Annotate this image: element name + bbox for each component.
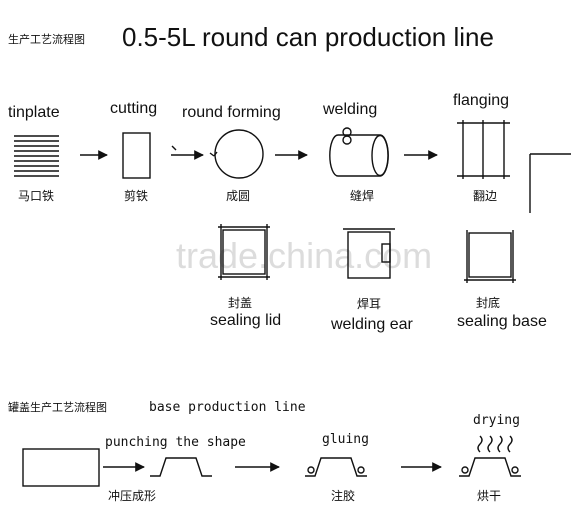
lid-step-cn-gluing: 注胶 [331, 489, 356, 503]
lid-step-label-punching: punching the shape [105, 435, 246, 450]
heat-waves-icon [477, 435, 513, 453]
step-label-welding: welding [323, 101, 378, 118]
sub-label-sealing-lid: sealing lid [210, 312, 282, 329]
step-cn-flanging: 翻边 [473, 189, 498, 203]
lid-step-cn-punching: 冲压成形 [108, 489, 157, 503]
step-cn-cutting: 剪铁 [124, 189, 149, 203]
step-label-flanging: flanging [453, 92, 510, 109]
welding-ear-icon [343, 228, 395, 279]
page-title: 0.5-5L round can production line [122, 22, 494, 52]
dried-lid-icon [459, 457, 521, 477]
sealing-base-icon [464, 230, 516, 283]
sub-cn-welding-ear: 焊耳 [357, 297, 382, 311]
lid-step-cn-drying: 烘干 [477, 489, 502, 503]
header-cn-label: 生产工艺流程图 [8, 33, 85, 46]
tinplate-sheets-icon [14, 135, 59, 177]
step-label-tinplate: tinplate [8, 104, 60, 121]
flanging-icon [457, 120, 510, 179]
sealing-lid-icon [218, 224, 270, 280]
sub-cn-sealing-base: 封底 [476, 296, 501, 310]
lid-line-cn-title: 罐盖生产工艺流程图 [8, 401, 107, 414]
sub-label-welding-ear: welding ear [331, 316, 413, 333]
arrow-2-tick [171, 145, 177, 151]
lid-line-title: base production line [149, 400, 306, 415]
lid-step-label-gluing: gluing [322, 432, 369, 447]
step-cn-tinplate: 马口铁 [18, 189, 55, 203]
step-label-cutting: cutting [110, 100, 158, 117]
step-label-round-forming: round forming [182, 104, 281, 121]
cut-sheet-icon [122, 132, 151, 179]
round-forming-icon [209, 129, 264, 179]
lid-step-label-drying: drying [473, 413, 520, 428]
welded-can-icon [329, 127, 389, 177]
step-cn-round-forming: 成圆 [226, 189, 251, 203]
punched-lid-icon [150, 457, 212, 477]
blank-sheet-icon [22, 448, 100, 487]
glued-lid-icon [305, 457, 367, 477]
sub-cn-sealing-lid: 封盖 [228, 296, 253, 310]
sub-label-sealing-base: sealing base [457, 313, 547, 330]
step-cn-welding: 缝焊 [350, 189, 375, 203]
